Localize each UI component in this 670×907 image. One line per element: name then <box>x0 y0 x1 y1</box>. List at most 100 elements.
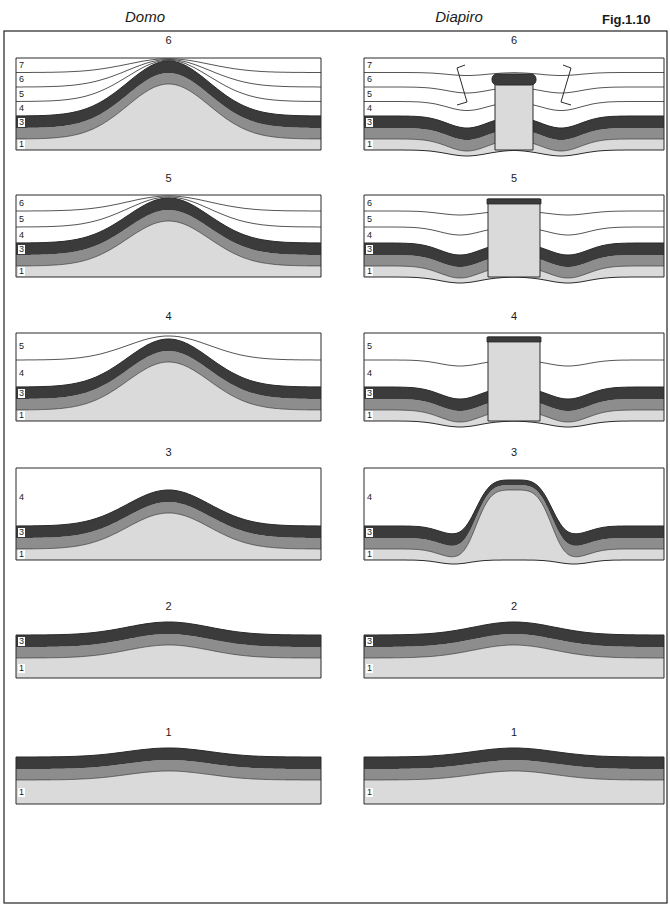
layer-boundary <box>16 197 321 227</box>
layer-number: 1 <box>366 140 373 149</box>
panel-side <box>321 333 322 421</box>
panel-side <box>321 635 322 678</box>
layer-number: 1 <box>366 267 373 276</box>
layer-number: 4 <box>366 104 373 113</box>
surface-line <box>16 195 321 196</box>
layer-boundary <box>16 771 321 780</box>
layer-number: 4 <box>18 104 25 113</box>
panel-side <box>16 333 17 421</box>
middle-layer <box>16 73 321 139</box>
middle-layer <box>364 485 664 557</box>
dark-layer <box>16 198 321 255</box>
base-line <box>364 560 664 564</box>
layer-number: 3 <box>18 245 25 254</box>
fault-line <box>563 65 571 68</box>
layer-number: 5 <box>366 342 373 351</box>
salt-column <box>488 199 540 277</box>
stage-number: 3 <box>511 446 517 458</box>
layer-number: 6 <box>18 75 25 84</box>
base-line <box>16 804 321 805</box>
column-title: Diapiro <box>435 8 483 26</box>
panel-side <box>664 58 665 150</box>
column-title: Domo <box>125 8 165 26</box>
layer-number: 4 <box>18 493 25 502</box>
layer-boundary <box>16 513 321 549</box>
layer-number: 3 <box>366 528 373 537</box>
layer-boundary <box>16 490 321 526</box>
layer-number: 1 <box>18 411 25 420</box>
layer-boundary <box>364 748 664 757</box>
layer-boundary <box>364 622 664 635</box>
fault-line <box>457 65 465 68</box>
layer-boundary <box>16 622 321 635</box>
panel-side <box>364 757 365 804</box>
panel-side <box>364 195 365 277</box>
layer-number: 3 <box>18 389 25 398</box>
stage-number: 1 <box>165 726 171 738</box>
panel-side <box>664 635 665 678</box>
layer-number: 1 <box>18 664 25 673</box>
stage-number: 6 <box>511 34 517 46</box>
base-line <box>364 804 664 805</box>
panel-side <box>664 757 665 804</box>
layer-number: 1 <box>18 550 25 559</box>
layer-boundary <box>16 339 321 387</box>
panel-side <box>16 635 17 678</box>
layer-number: 4 <box>18 231 25 240</box>
layer-boundary <box>16 60 321 101</box>
stage-number: 5 <box>165 172 171 184</box>
fault-line <box>457 102 467 105</box>
layer-boundary <box>16 198 321 243</box>
fault-line <box>457 68 467 102</box>
figure-number: Fig.1.10 <box>602 12 650 28</box>
layer-number: 1 <box>18 788 25 797</box>
panel-side <box>664 195 665 277</box>
dark-layer <box>16 748 321 769</box>
panel-side <box>664 468 665 560</box>
stage-number: 6 <box>165 34 171 46</box>
dark-layer <box>364 622 664 647</box>
middle-layer <box>16 351 321 410</box>
layer-number: 3 <box>366 245 373 254</box>
layer-number: 5 <box>366 215 373 224</box>
stage-number: 3 <box>165 446 171 458</box>
layer-boundary <box>16 84 321 139</box>
panel-side <box>16 757 17 804</box>
layer-number: 7 <box>18 61 25 70</box>
stage-number: 4 <box>165 310 171 322</box>
layer-number: 3 <box>366 118 373 127</box>
dark-layer <box>16 490 321 538</box>
cap-rock <box>487 337 541 342</box>
surface-line <box>364 468 664 469</box>
dark-layer <box>16 339 321 399</box>
panel-side <box>321 757 322 804</box>
layer-boundary <box>16 196 321 211</box>
cap-rock <box>487 199 541 204</box>
layer-boundary <box>16 61 321 116</box>
cap-rock <box>492 74 536 85</box>
fault-line <box>561 102 571 105</box>
salt-column <box>488 337 540 421</box>
layer-number: 7 <box>366 61 373 70</box>
layer-number: 4 <box>366 369 373 378</box>
layer-number: 6 <box>18 199 25 208</box>
layer-number: 6 <box>366 75 373 84</box>
layer-number: 5 <box>18 342 25 351</box>
layer-number: 1 <box>366 550 373 559</box>
layer-boundary <box>16 60 321 88</box>
layer-number: 5 <box>18 90 25 99</box>
dark-layer <box>364 748 664 769</box>
layer-number: 1 <box>366 788 373 797</box>
panel-side <box>321 195 322 277</box>
layer-boundary <box>364 645 664 658</box>
layer-number: 1 <box>18 140 25 149</box>
layer-number: 5 <box>366 90 373 99</box>
base-line <box>16 560 321 561</box>
base-line <box>364 678 664 679</box>
surface-line <box>16 333 321 334</box>
layer-boundary <box>16 645 321 658</box>
stage-number: 5 <box>511 172 517 184</box>
surface-line <box>16 468 321 469</box>
middle-layer <box>16 210 321 266</box>
